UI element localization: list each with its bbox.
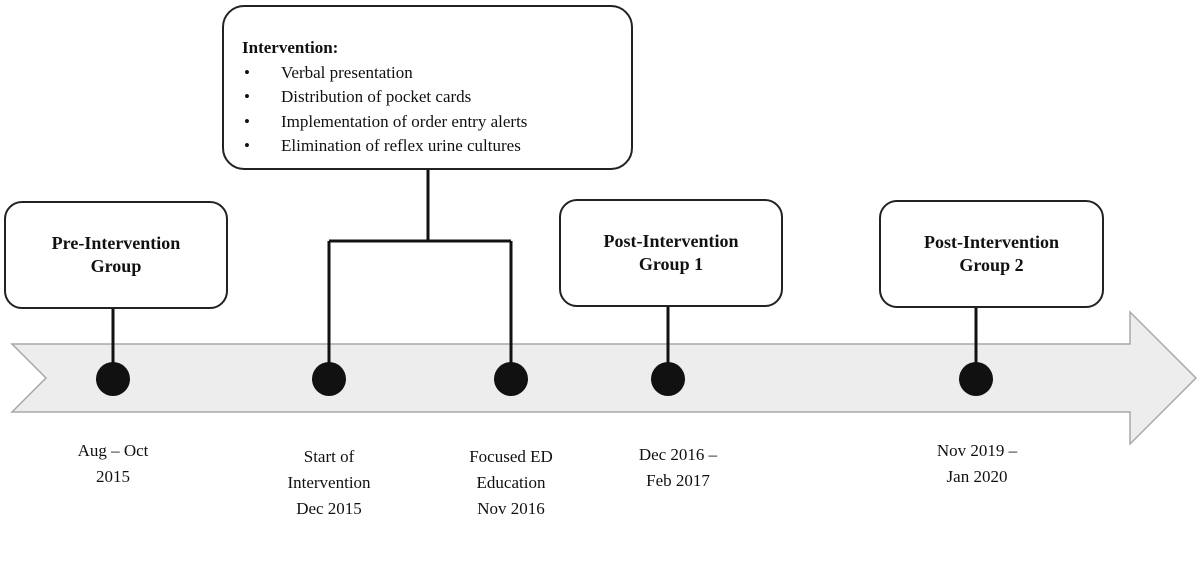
group-label-line: Pre-Intervention — [51, 233, 181, 253]
bullet-icon: • — [244, 87, 250, 106]
pre-intervention-group-box: Pre-Intervention Group — [4, 201, 228, 309]
post-intervention-group-1-box: Post-Intervention Group 1 — [559, 199, 783, 307]
post-intervention-group-2-box: Post-Intervention Group 2 — [879, 200, 1104, 308]
group-label-line: Group 1 — [638, 254, 704, 274]
list-item: •Elimination of reflex urine cultures — [242, 134, 631, 159]
intervention-list: •Verbal presentation •Distribution of po… — [242, 61, 631, 159]
group-label-line: Post-Intervention — [924, 232, 1059, 252]
group-label-line: Post-Intervention — [603, 231, 739, 251]
intervention-title: Intervention: — [242, 38, 339, 57]
list-item: •Implementation of order entry alerts — [242, 110, 631, 135]
group-label-line: Group — [90, 256, 142, 276]
marker-nov-2019-jan-2020 — [959, 362, 993, 396]
group-label-line: Group 2 — [959, 255, 1024, 275]
list-item: •Distribution of pocket cards — [242, 85, 631, 110]
marker-dec-2016-feb-2017 — [651, 362, 685, 396]
marker-aug-oct-2015 — [96, 362, 130, 396]
timeline-arrow — [10, 310, 1198, 446]
date-label-focused-ed-education: Focused ED Education Nov 2016 — [469, 447, 553, 518]
date-label-nov-2019-jan-2020: Nov 2019 – Jan 2020 — [936, 441, 1018, 486]
marker-focused-ed-education — [494, 362, 528, 396]
bullet-icon: • — [244, 62, 250, 82]
bullet-icon: • — [244, 136, 250, 155]
timeline-markers — [96, 362, 993, 396]
intervention-box: Intervention: •Verbal presentation •Dist… — [222, 5, 633, 170]
bullet-icon: • — [244, 111, 250, 131]
date-label-aug-oct-2015: Aug – Oct 2015 — [77, 441, 149, 486]
marker-start-of-intervention — [312, 362, 346, 396]
date-label-start-of-intervention: Start of Intervention Dec 2015 — [287, 447, 371, 518]
date-label-dec-2016-feb-2017: Dec 2016 – Feb 2017 — [638, 445, 718, 490]
list-item: •Verbal presentation — [242, 61, 631, 86]
